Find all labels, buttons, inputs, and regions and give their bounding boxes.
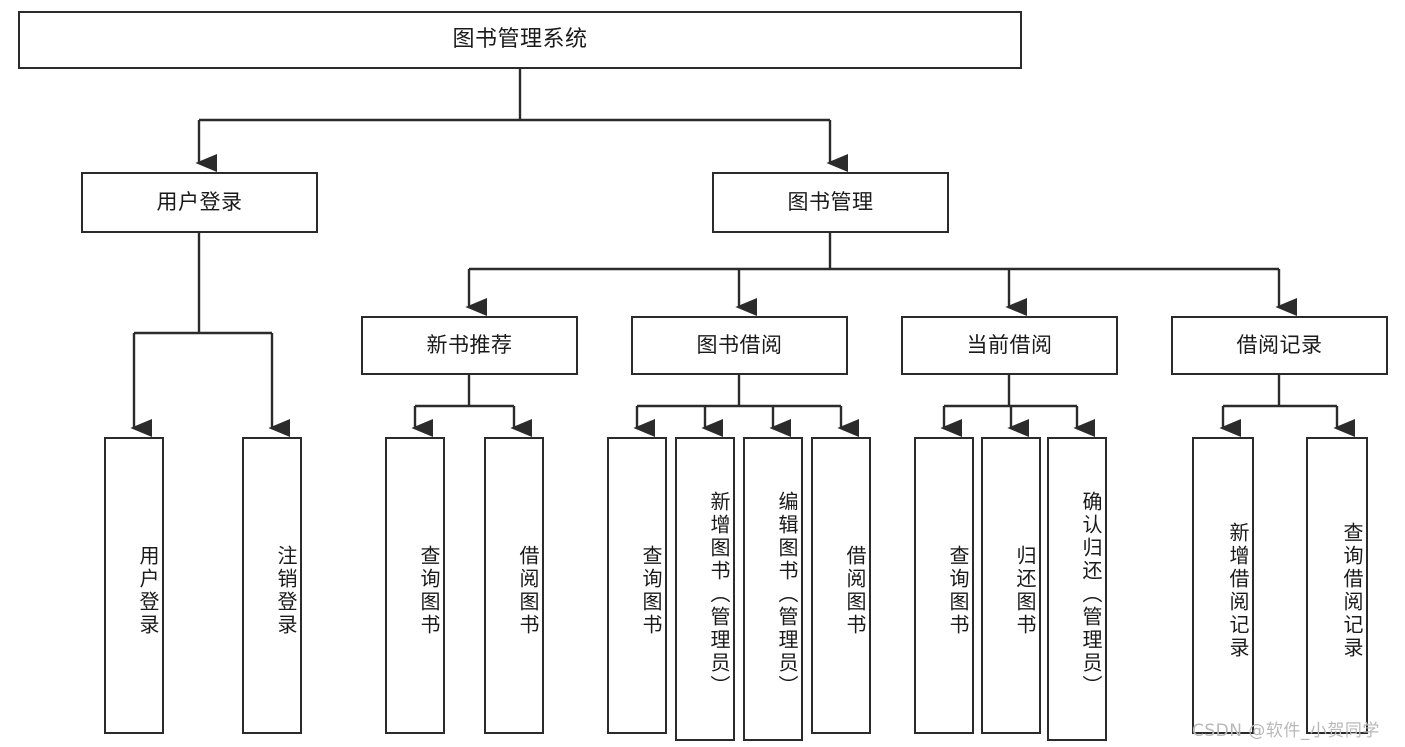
leaf-book-borrow-add-book-admin[interactable]: 新增图书（管理员） bbox=[675, 437, 735, 741]
node-label: 注销登录 bbox=[274, 544, 298, 637]
node-label: 新书推荐 bbox=[426, 332, 513, 357]
leaf-new-book-query-book[interactable]: 查询图书 bbox=[385, 437, 445, 734]
leaf-book-borrow-borrow-book[interactable]: 借阅图书 bbox=[811, 437, 871, 734]
node-new-book-recommend[interactable]: 新书推荐 bbox=[361, 316, 578, 375]
leaf-new-book-borrow-book[interactable]: 借阅图书 bbox=[484, 437, 544, 734]
node-label: 归还图书 bbox=[1013, 544, 1037, 637]
node-label: 图书管理系统 bbox=[452, 26, 588, 52]
node-label: 图书管理 bbox=[787, 189, 874, 214]
node-label: 新增借阅记录 bbox=[1226, 521, 1250, 660]
node-label: 查询图书 bbox=[946, 544, 970, 637]
node-current-borrow[interactable]: 当前借阅 bbox=[901, 316, 1118, 375]
node-borrow-record[interactable]: 借阅记录 bbox=[1171, 316, 1388, 375]
node-label: 查询图书 bbox=[639, 544, 663, 637]
leaf-user-login-sign-in[interactable]: 用户登录 bbox=[104, 437, 164, 734]
node-label: 新增图书（管理员） bbox=[707, 490, 731, 698]
leaf-book-borrow-edit-book-admin[interactable]: 编辑图书（管理员） bbox=[743, 437, 803, 741]
node-label: 图书借阅 bbox=[696, 332, 783, 357]
node-label: 确认归还（管理员） bbox=[1079, 490, 1103, 698]
node-label: 查询图书 bbox=[417, 544, 441, 637]
node-label: 当前借阅 bbox=[966, 332, 1053, 357]
node-book-borrow[interactable]: 图书借阅 bbox=[631, 316, 848, 375]
leaf-current-borrow-confirm-return-admin[interactable]: 确认归还（管理员） bbox=[1047, 437, 1107, 741]
watermark-text: CSDN @软件_小贺同学 bbox=[1192, 721, 1380, 741]
node-book-management[interactable]: 图书管理 bbox=[712, 172, 949, 233]
node-label: 查询借阅记录 bbox=[1340, 521, 1364, 660]
node-root-book-management-system[interactable]: 图书管理系统 bbox=[18, 11, 1022, 69]
node-label: 用户登录 bbox=[156, 189, 243, 214]
node-label: 编辑图书（管理员） bbox=[775, 490, 799, 698]
node-user-login[interactable]: 用户登录 bbox=[81, 172, 318, 233]
leaf-user-login-sign-out[interactable]: 注销登录 bbox=[242, 437, 302, 734]
leaf-current-borrow-query-book[interactable]: 查询图书 bbox=[914, 437, 974, 734]
node-label: 用户登录 bbox=[136, 544, 160, 637]
node-label: 借阅记录 bbox=[1236, 332, 1323, 357]
node-label: 借阅图书 bbox=[843, 544, 867, 637]
node-label: 借阅图书 bbox=[516, 544, 540, 637]
leaf-borrow-record-add-record[interactable]: 新增借阅记录 bbox=[1192, 437, 1254, 734]
leaf-book-borrow-query-book[interactable]: 查询图书 bbox=[607, 437, 667, 734]
leaf-borrow-record-query-record[interactable]: 查询借阅记录 bbox=[1306, 437, 1368, 734]
leaf-current-borrow-return-book[interactable]: 归还图书 bbox=[981, 437, 1041, 734]
